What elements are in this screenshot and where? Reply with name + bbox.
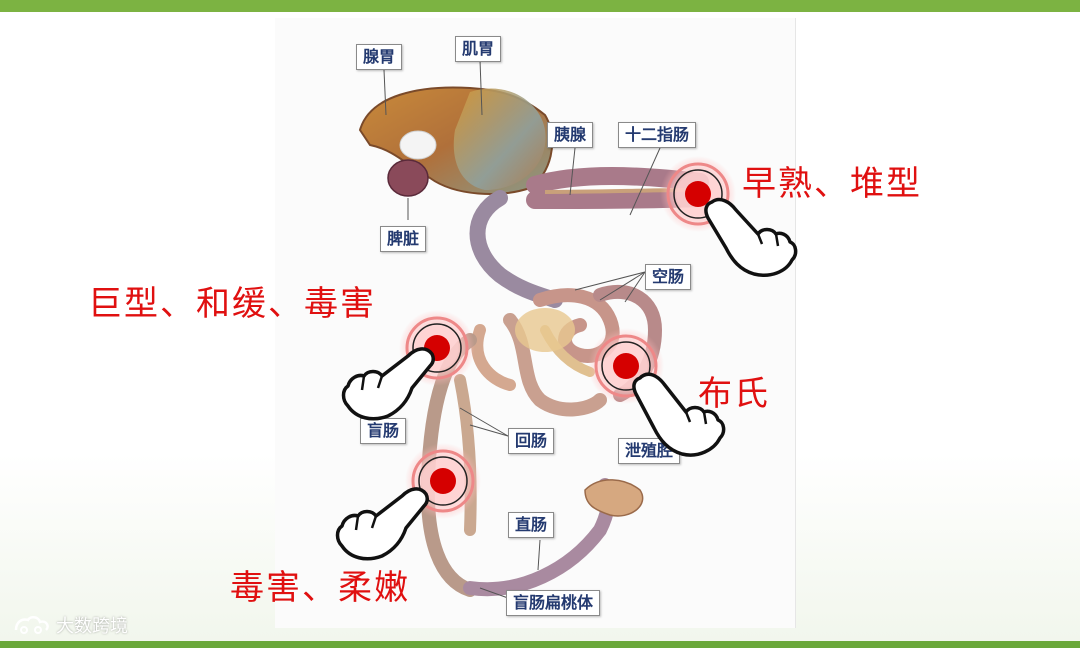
annotation-middle-right: 布氏 — [698, 374, 770, 414]
label-cecal-tonsil: 盲肠扁桃体 — [506, 590, 600, 616]
watermark: 大数跨境 — [12, 612, 128, 638]
label-muscular-stomach: 肌胃 — [455, 36, 501, 62]
annotation-duodenum: 早熟、堆型 — [742, 164, 922, 204]
annotation-lower-left: 毒害、柔嫩 — [230, 568, 410, 608]
jejunum-tube — [478, 198, 556, 300]
annotation-upper-left: 巨型、和缓、毒害 — [88, 284, 376, 324]
watermark-text: 大数跨境 — [56, 612, 128, 638]
label-ileum: 回肠 — [508, 428, 554, 454]
label-pancreas: 胰腺 — [547, 122, 593, 148]
label-glandular-stomach: 腺胃 — [356, 44, 402, 70]
spleen-shape — [388, 160, 428, 196]
label-spleen: 脾脏 — [380, 226, 426, 252]
brand-logo-icon — [12, 614, 52, 636]
pointing-hand-icon — [336, 332, 436, 424]
label-jejunum: 空肠 — [645, 264, 691, 290]
label-rectum: 直肠 — [508, 512, 554, 538]
pointing-hand-icon — [330, 472, 430, 564]
label-duodenum: 十二指肠 — [618, 122, 696, 148]
bottom-accent-bar — [0, 641, 1080, 648]
cloaca-shape — [585, 480, 643, 516]
